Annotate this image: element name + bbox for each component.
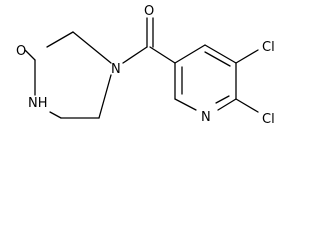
bond-n4-c5	[98, 74, 112, 119]
bond-py-c6-n1	[217, 98, 237, 111]
atom-o-carbonyl: O	[144, 4, 154, 19]
atom-n-pyridine: N	[201, 110, 211, 125]
bond-py-c4-c5	[204, 44, 237, 64]
bond-c6-cl	[235, 98, 259, 113]
bond-c2-lactam-o	[24, 49, 36, 61]
bond-c2-c3	[46, 31, 74, 48]
bond-py-c4-c5-inner	[204, 51, 231, 67]
bond-py-n1-c2	[174, 98, 197, 111]
atom-cl-lower: Cl	[262, 112, 275, 127]
bond-py-c6-n1-inner	[215, 95, 230, 104]
atom-cl-upper: Cl	[262, 40, 275, 55]
bond-c6-nh	[49, 111, 62, 119]
atom-nh-amide: NH	[28, 96, 48, 111]
atom-o-lactam: O	[16, 44, 26, 59]
bond-carbonyl-ring	[149, 46, 176, 64]
bond-c3-n4	[72, 31, 112, 64]
bond-py-c3-c4	[174, 44, 206, 64]
molecule-svg: O O N NH N Cl Cl	[16, 4, 275, 127]
bond-n4-carbonyl	[122, 46, 148, 64]
atom-n-amine: N	[111, 62, 121, 77]
bond-c5-cl	[235, 49, 259, 64]
structure-diagram: O O N NH N Cl Cl	[16, 4, 275, 127]
